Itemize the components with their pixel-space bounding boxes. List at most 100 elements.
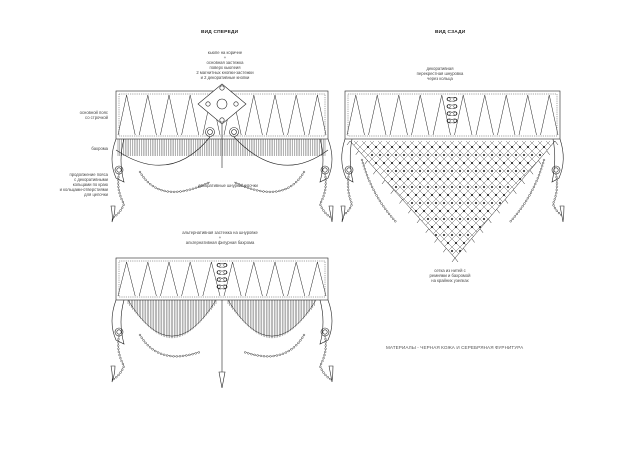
horn-pendant: [110, 205, 116, 223]
chain-link: [117, 188, 120, 192]
chain-link: [117, 338, 120, 341]
ring-inner: [346, 167, 352, 173]
chain-line: [361, 159, 397, 223]
chain-link: [140, 336, 143, 339]
fringe-edge: [127, 299, 217, 337]
net-knot: [426, 153, 430, 157]
chain-link: [178, 355, 182, 358]
net-knot: [458, 217, 462, 221]
chain-link: [531, 188, 534, 191]
net-knot: [498, 169, 502, 173]
chain-link: [117, 182, 120, 185]
scroll-right: [221, 284, 227, 290]
chain-link: [166, 354, 169, 357]
net-knot: [386, 153, 390, 157]
chain-link: [557, 211, 561, 215]
net-knot: [446, 145, 450, 149]
net-knot: [482, 185, 486, 189]
chain-link: [157, 187, 160, 191]
chain-link: [265, 190, 268, 193]
net-knot: [462, 161, 466, 165]
belt-outline: [115, 257, 329, 301]
net-knot: [482, 153, 486, 157]
edge-tassel: [355, 150, 359, 155]
scroll-left: [217, 277, 223, 282]
chain-link: [117, 334, 121, 338]
chain-link: [119, 209, 122, 212]
chain-link: [281, 189, 284, 192]
front-top-line-4: 2 магнитных кнопки-застежки: [196, 70, 254, 75]
edge-tassel: [496, 209, 500, 214]
horn-pendant: [328, 365, 334, 383]
net-knot: [526, 145, 530, 149]
net-knot: [422, 145, 426, 149]
ring-inner: [553, 167, 559, 173]
alt-line-1: альтернативная застежка на шнуровке: [182, 230, 258, 235]
net-knot: [418, 201, 422, 205]
chain-link: [235, 181, 238, 185]
chain-link: [117, 344, 120, 347]
chain-link: [521, 205, 524, 208]
chain-link: [252, 188, 256, 191]
chain-link: [142, 176, 145, 179]
net-knot: [430, 193, 434, 197]
net-knot: [518, 161, 522, 165]
chain-link: [380, 202, 383, 205]
chain-link: [324, 211, 327, 215]
scroll-ring-right: [453, 104, 458, 109]
chain-link: [243, 185, 247, 188]
chain-link: [117, 341, 120, 344]
chain-link: [324, 347, 327, 350]
scroll-ring-left: [446, 97, 451, 102]
net-knot: [478, 161, 482, 165]
ring-inner: [322, 167, 328, 173]
chain-link: [278, 189, 281, 193]
chain-link: [515, 212, 518, 216]
chain-link: [203, 183, 207, 186]
scroll-right: [221, 263, 227, 268]
chain-link: [324, 341, 327, 344]
chain-link: [534, 182, 537, 186]
chain-link: [144, 341, 147, 344]
chain-link: [200, 184, 204, 187]
chain-link: [321, 197, 324, 201]
chain-link: [297, 341, 300, 344]
ext-line-1: продолжение пояса: [69, 172, 108, 177]
chain-link: [182, 354, 185, 358]
front-view-drawing: [110, 83, 334, 223]
scroll-ring-right: [453, 97, 458, 102]
chain-link: [555, 209, 558, 212]
chain-link: [268, 190, 271, 194]
chain-link: [350, 204, 353, 207]
net-knot: [446, 225, 450, 229]
net-knot: [490, 169, 494, 173]
chain-link: [525, 199, 528, 203]
net-knot: [466, 217, 470, 221]
clasp-button: [219, 117, 225, 123]
belt-triangle-pattern: [346, 94, 559, 136]
net-knot: [542, 145, 546, 149]
chain-link: [121, 206, 124, 209]
net-knot: [454, 193, 458, 197]
clasp-button: [205, 101, 211, 107]
chain-link: [323, 353, 326, 357]
chain-link: [175, 355, 178, 358]
scroll-ring-left: [216, 263, 221, 268]
net-knot: [418, 185, 422, 189]
belt-line-2: со строчкой: [85, 115, 108, 120]
net-knot: [438, 145, 442, 149]
chain-link: [172, 355, 175, 358]
net-knot: [410, 201, 414, 205]
chain-link: [363, 168, 366, 171]
chain-link: [367, 177, 370, 180]
scroll-ring-right: [453, 111, 458, 116]
net-knot: [466, 185, 470, 189]
chain-link: [360, 158, 364, 162]
belt-note: основной пояс со строчкой: [40, 110, 108, 120]
net-knot: [386, 169, 390, 173]
chain-link: [159, 352, 163, 355]
net-knot: [422, 193, 426, 197]
net-knot: [466, 233, 470, 237]
chain-link: [390, 215, 393, 218]
chain-link: [122, 203, 125, 206]
